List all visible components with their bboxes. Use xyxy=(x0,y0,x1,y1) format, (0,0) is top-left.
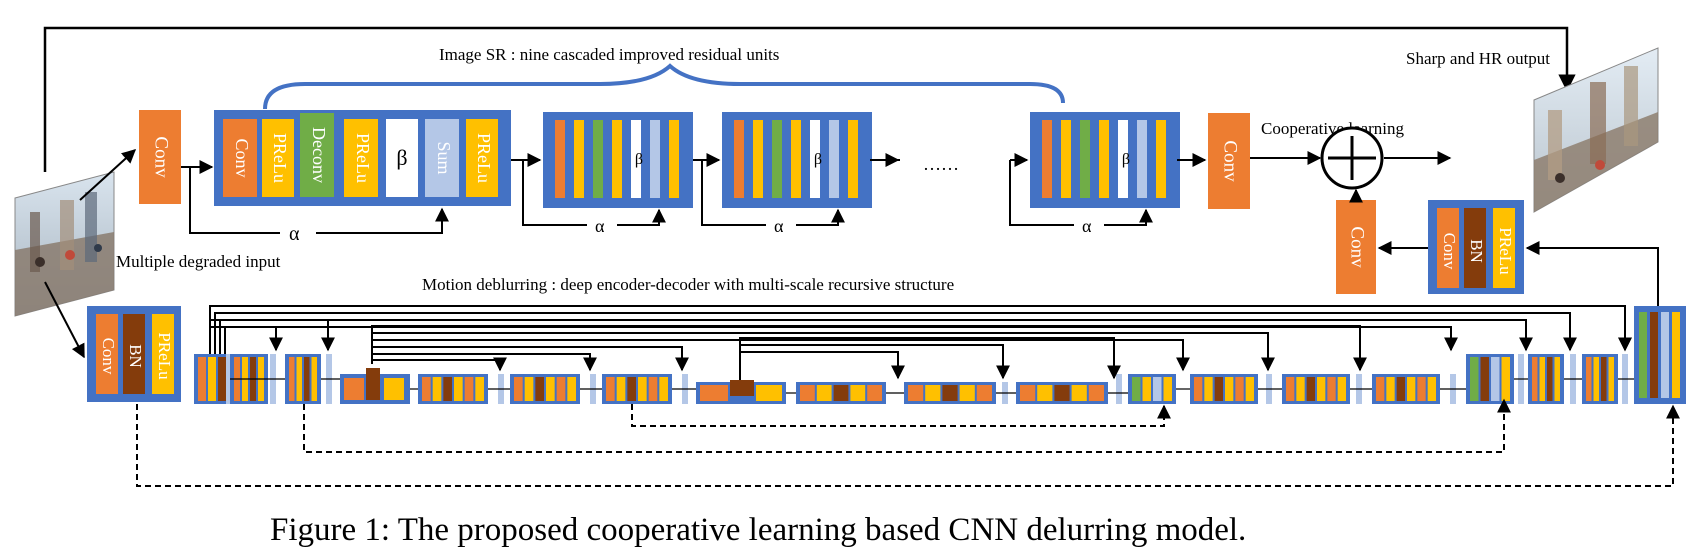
beta-label: β xyxy=(635,151,643,168)
dashed-skip-inner xyxy=(631,404,1171,427)
sr-brace xyxy=(263,63,1065,110)
svg-text:BN: BN xyxy=(126,344,145,368)
beta-label: β xyxy=(814,151,822,168)
encdec-block-9 xyxy=(796,382,886,404)
sr-final-conv-block xyxy=(1208,113,1250,209)
encdec-block-5 xyxy=(418,374,488,404)
sr-ellipsis: …… xyxy=(923,154,959,174)
ru-prelu-1 xyxy=(262,119,294,197)
encdec-block-13 xyxy=(1190,374,1258,404)
coop-conv-block xyxy=(1336,200,1376,294)
output-label: Sharp and HR output xyxy=(1406,49,1550,68)
input-image xyxy=(14,171,115,317)
ru-prelu-2 xyxy=(344,119,378,197)
encdec-block-3 xyxy=(285,354,321,404)
svg-text:α: α xyxy=(289,223,300,245)
ru-sum xyxy=(425,119,459,197)
svg-text:Sum: Sum xyxy=(434,141,454,174)
encdec-block-11 xyxy=(1016,382,1108,404)
svg-text:BN: BN xyxy=(1467,239,1486,263)
svg-text:Deconv: Deconv xyxy=(309,127,329,183)
input-label: Multiple degraded input xyxy=(116,252,281,271)
output-image xyxy=(1533,47,1659,213)
encdec-block-17 xyxy=(1528,354,1564,404)
ru-conv xyxy=(223,119,257,197)
encdec-block-18 xyxy=(1582,354,1618,404)
ru-prelu-3 xyxy=(466,119,498,197)
right-conv-bn-prelu-block xyxy=(1428,200,1524,294)
left-conv-bn-prelu-block xyxy=(87,306,181,402)
input-to-output-arrow xyxy=(43,26,1576,172)
encdec-block-1 xyxy=(194,354,230,404)
svg-text:β: β xyxy=(396,145,407,170)
svg-text:PReLu: PReLu xyxy=(270,133,290,183)
svg-text:Conv: Conv xyxy=(1347,226,1368,268)
encdec-block-8 xyxy=(696,380,786,404)
encdec-block-12 xyxy=(1128,374,1176,404)
svg-text:PReLu: PReLu xyxy=(353,133,373,183)
beta-label: β xyxy=(1122,151,1130,168)
deblur-title: Motion deblurring : deep encoder-decoder… xyxy=(422,275,954,294)
svg-text:PReLu: PReLu xyxy=(155,332,174,380)
alpha-label: α xyxy=(774,216,784,236)
figure-caption: Figure 1: The proposed cooperative learn… xyxy=(270,512,1246,548)
svg-text:PReLu: PReLu xyxy=(474,133,494,183)
residual-unit-9: β xyxy=(1030,112,1180,208)
encdec-block-15 xyxy=(1372,374,1440,404)
svg-text:Conv: Conv xyxy=(232,138,252,177)
svg-text:Conv: Conv xyxy=(151,136,172,178)
residual-unit-2: β xyxy=(543,112,693,208)
svg-text:Conv: Conv xyxy=(99,338,118,375)
dashed-skip-middle xyxy=(303,398,1511,453)
residual-unit-detailed xyxy=(214,110,511,206)
encdec-block-4 xyxy=(340,368,410,404)
encdec-block-16 xyxy=(1466,354,1514,404)
ru-deconv xyxy=(300,113,334,197)
alpha-label: α xyxy=(595,216,605,236)
sr-title: Image SR : nine cascaded improved residu… xyxy=(439,45,779,64)
encdec-block-10 xyxy=(904,382,996,404)
residual-unit-3: β xyxy=(722,112,872,208)
alpha-label: α xyxy=(1082,216,1092,236)
dashed-skip-outer xyxy=(136,404,1680,487)
encdec-block-14 xyxy=(1282,374,1350,404)
encdec-block-6 xyxy=(510,374,580,404)
encdec-block-7 xyxy=(602,374,672,404)
svg-text:Conv: Conv xyxy=(1440,233,1459,270)
svg-text:PReLu: PReLu xyxy=(1496,227,1515,275)
ru-beta xyxy=(386,119,418,197)
svg-text:Conv: Conv xyxy=(1220,140,1241,182)
deblur-output-block xyxy=(1634,306,1686,404)
sr-conv-block xyxy=(139,110,181,204)
